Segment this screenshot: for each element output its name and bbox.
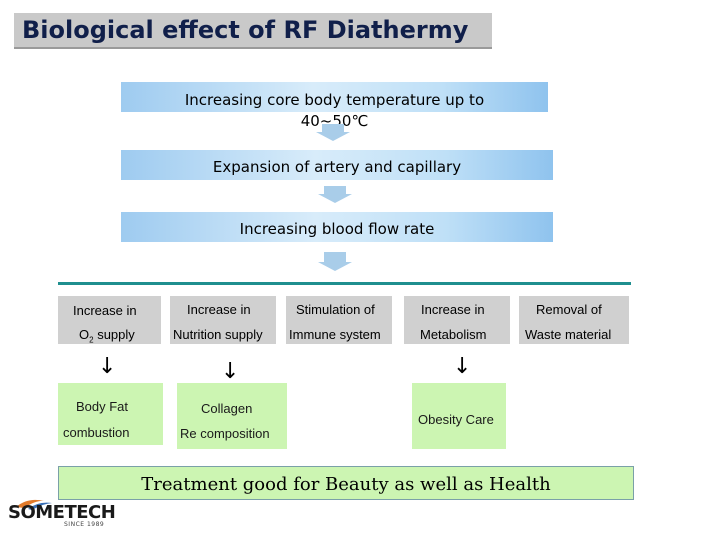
down-arrow-icon: ↓ <box>98 354 117 379</box>
result-1-line-2: combustion <box>63 425 130 440</box>
logo-swoosh-icon <box>16 499 52 510</box>
effect-4-line-1: Increase in <box>421 302 485 317</box>
result-box-3 <box>412 383 506 449</box>
logo-tagline: SINCE 1989 <box>64 521 105 528</box>
effect-1-line-2: O2 supply <box>79 327 135 345</box>
result-2-line-2: Re composition <box>180 426 270 441</box>
result-3-text: Obesity Care <box>418 412 494 427</box>
down-arrow-icon: ↓ <box>453 354 472 379</box>
effect-cell-2 <box>170 296 276 344</box>
separator-line <box>58 282 631 285</box>
effect-2-line-2: Nutrition supply <box>173 327 263 342</box>
effect-3-line-2: Immune system <box>289 327 381 342</box>
result-1-line-1: Body Fat <box>76 399 129 414</box>
conclusion-text: Treatment good for Beauty as well as Hea… <box>141 474 551 495</box>
down-arrow-icon: ↓ <box>221 359 240 384</box>
result-box-1 <box>58 383 163 445</box>
step-band-1 <box>121 82 548 112</box>
result-box-2 <box>177 383 287 449</box>
step-2-text: Expansion of artery and capillary <box>212 158 462 176</box>
effect-cell-5 <box>519 296 629 344</box>
effect-cell-3 <box>286 296 392 344</box>
effect-5-line-1: Removal of <box>536 302 602 317</box>
step-1-line-2: 40~50℃ <box>300 112 369 130</box>
step-band-3 <box>121 212 553 242</box>
result-2-line-1: Collagen <box>201 401 253 416</box>
effect-3-line-1: Stimulation of <box>296 302 375 317</box>
effect-4-line-2: Metabolism <box>420 327 487 342</box>
step-1-line-1: Increasing core body temperature up to <box>184 91 485 109</box>
step-band-2 <box>121 150 553 180</box>
page-title: Biological effect of RF Diathermy <box>22 16 469 44</box>
effect-cell-1 <box>58 296 161 344</box>
conclusion-band <box>58 466 634 500</box>
title-banner <box>14 13 492 49</box>
logo-wordmark: SOMETECH <box>8 502 116 523</box>
effect-1-line-1: Increase in <box>73 303 137 318</box>
step-3-text: Increasing blood flow rate <box>239 220 435 238</box>
effect-5-line-2: Waste material <box>525 327 612 342</box>
effect-2-line-1: Increase in <box>187 302 251 317</box>
effect-cell-4 <box>404 296 510 344</box>
